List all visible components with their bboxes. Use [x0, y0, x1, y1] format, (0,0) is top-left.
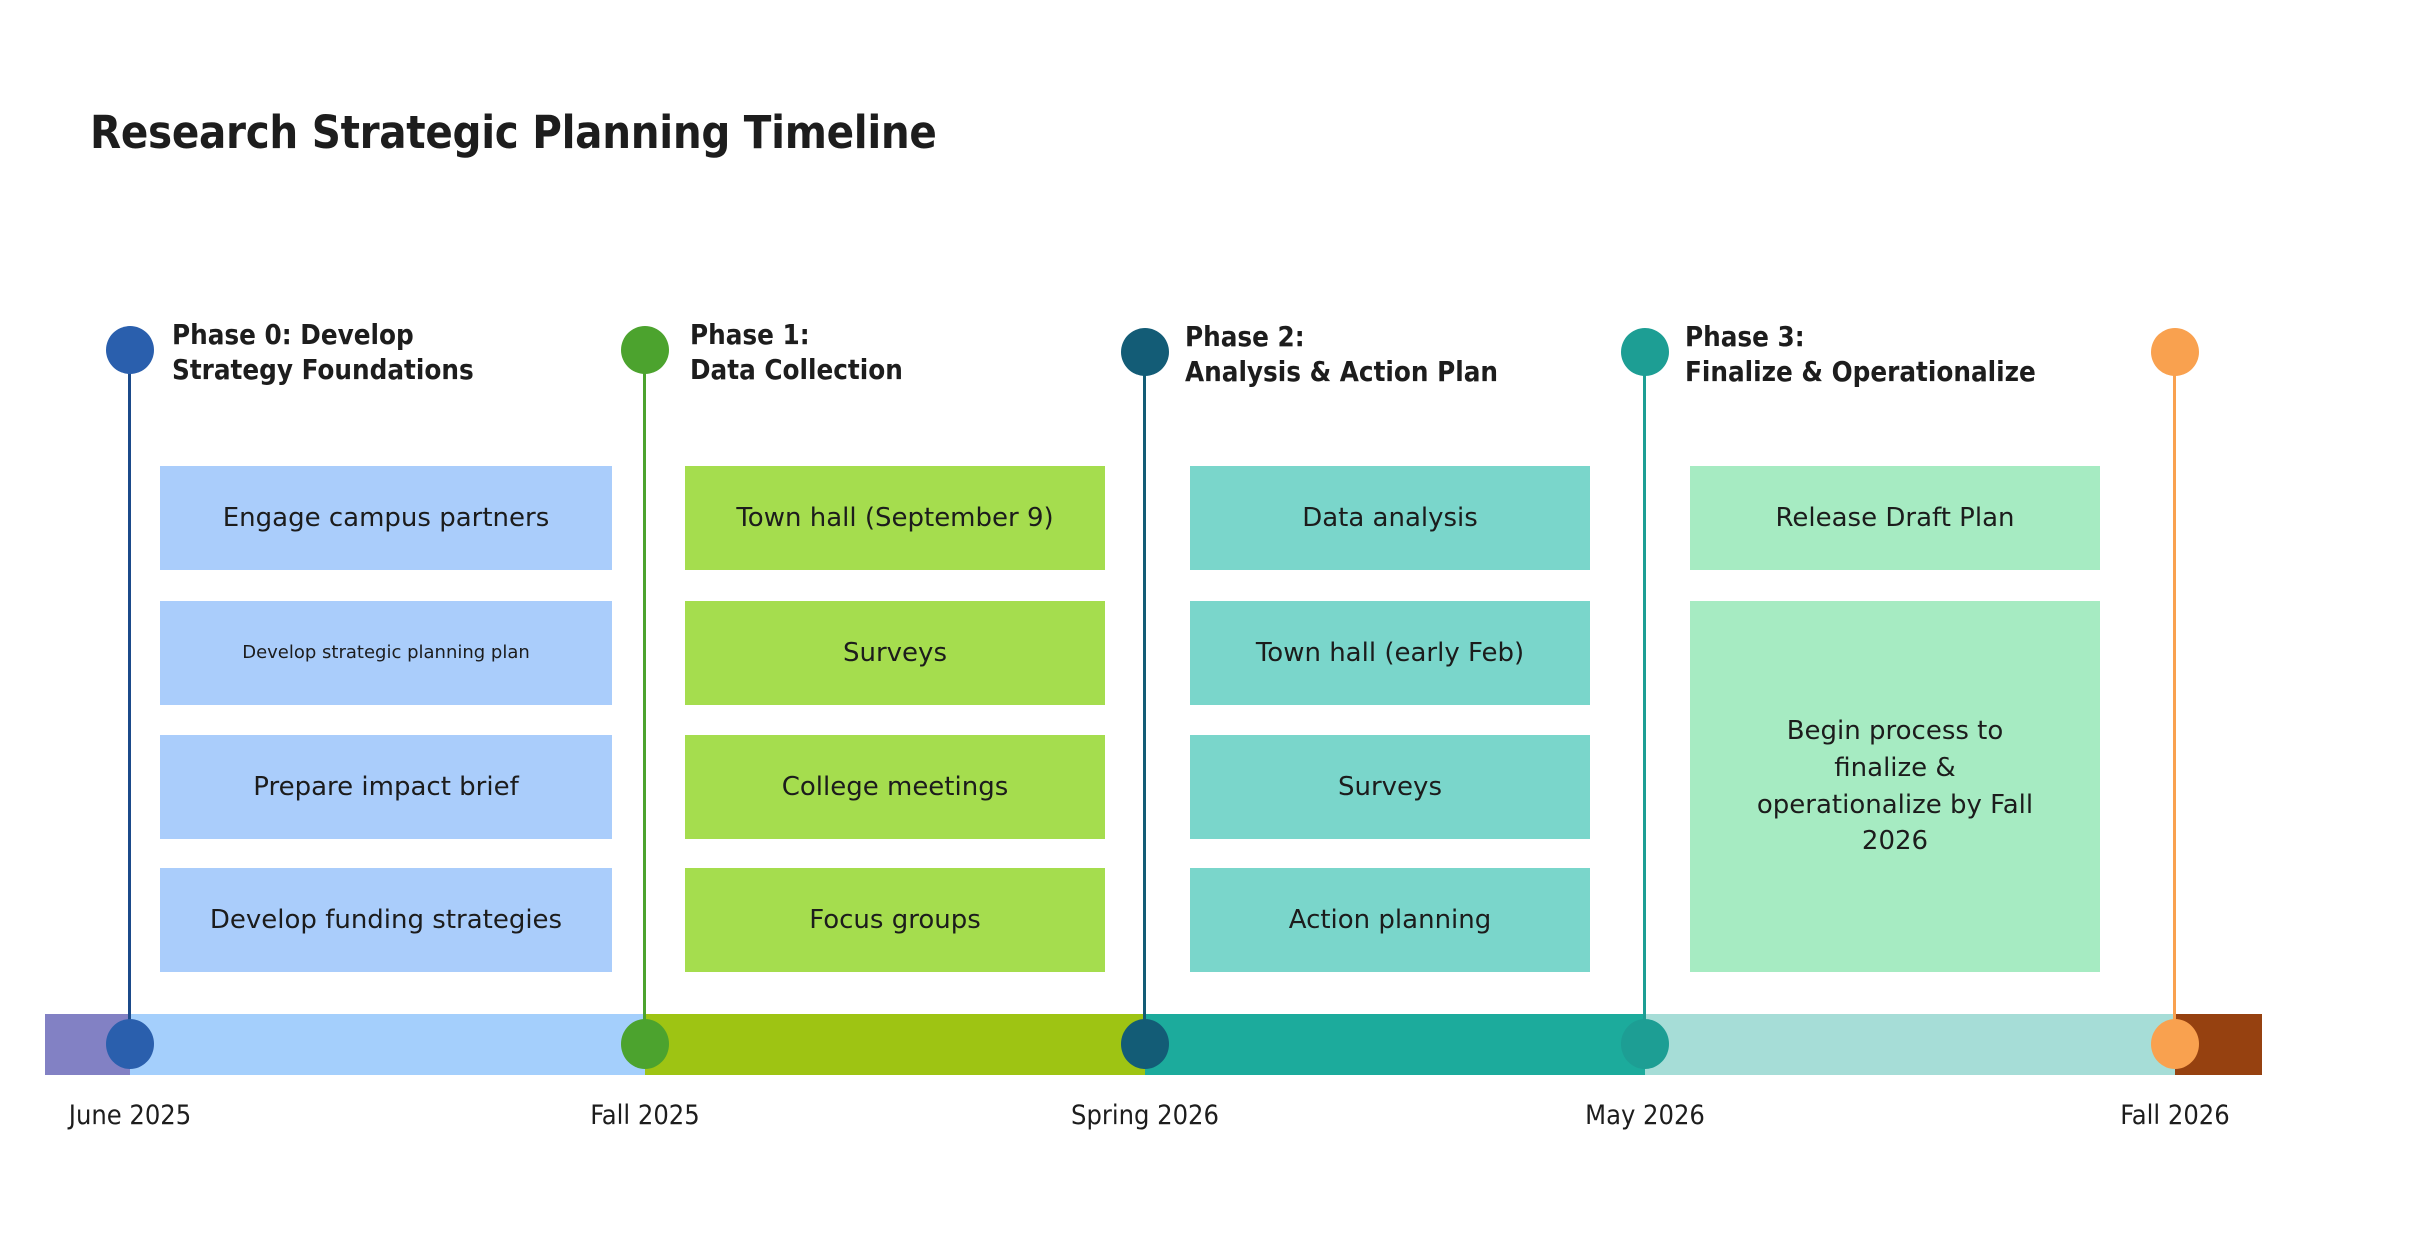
phase-header-3-line1: Phase 3:	[1685, 321, 1805, 353]
task-box-0-0[interactable]: Engage campus partners	[160, 466, 612, 570]
date-label-1: Fall 2025	[590, 1100, 700, 1131]
task-label: Focus groups	[809, 904, 981, 935]
connector-stem-phase-3	[1643, 352, 1646, 1068]
task-box-0-3[interactable]: Develop funding strategies	[160, 868, 612, 972]
task-label: Data analysis	[1302, 502, 1478, 533]
task-label: Begin process to finalize & operationali…	[1756, 715, 2034, 857]
connector-stem-end	[2173, 352, 2176, 1068]
task-box-1-1[interactable]: Surveys	[685, 601, 1105, 705]
milestone-dot-bar-1[interactable]	[621, 1019, 669, 1069]
milestone-dot-top-4[interactable]	[2151, 328, 2199, 376]
bar-segment-2	[645, 1014, 1145, 1075]
task-box-1-3[interactable]: Focus groups	[685, 868, 1105, 972]
task-box-3-1[interactable]: Begin process to finalize & operationali…	[1690, 601, 2100, 972]
task-label: Surveys	[843, 637, 947, 668]
task-box-2-2[interactable]: Surveys	[1190, 735, 1590, 839]
page-title: Research Strategic Planning Timeline	[90, 106, 937, 159]
date-label-0: June 2025	[68, 1100, 192, 1131]
task-label: Develop funding strategies	[209, 904, 563, 935]
bar-segment-4	[1645, 1014, 2175, 1075]
phase-header-1-line1: Phase 1:	[690, 319, 810, 351]
task-label: Prepare impact brief	[253, 771, 519, 802]
bar-segment-1	[130, 1014, 645, 1075]
task-box-2-3[interactable]: Action planning	[1190, 868, 1590, 972]
milestone-dot-top-2[interactable]	[1121, 328, 1169, 376]
task-box-2-0[interactable]: Data analysis	[1190, 466, 1590, 570]
timeline-bar	[45, 1014, 2262, 1075]
task-label: Town hall (early Feb)	[1255, 637, 1525, 668]
phase-header-0-line2: Strategy Foundations	[172, 353, 474, 386]
milestone-dot-bar-2[interactable]	[1121, 1019, 1169, 1069]
date-label-4: Fall 2026	[2120, 1100, 2230, 1131]
milestone-dot-top-0[interactable]	[106, 326, 154, 374]
phase-header-2-line1: Phase 2:	[1185, 321, 1305, 353]
milestone-dot-bar-4[interactable]	[2151, 1019, 2199, 1069]
task-label: College meetings	[781, 771, 1009, 802]
date-label-2: Spring 2026	[1071, 1100, 1219, 1131]
milestone-dot-top-3[interactable]	[1621, 328, 1669, 376]
milestone-dot-bar-3[interactable]	[1621, 1019, 1669, 1069]
task-box-2-1[interactable]: Town hall (early Feb)	[1190, 601, 1590, 705]
task-label: Engage campus partners	[222, 502, 550, 533]
milestone-dot-bar-0[interactable]	[106, 1019, 154, 1069]
phase-header-2: Phase 2: Analysis & Action Plan	[1185, 320, 1498, 389]
task-label: Surveys	[1338, 771, 1442, 802]
task-label: Release Draft Plan	[1775, 502, 2015, 533]
phase-header-3-line2: Finalize & Operationalize	[1685, 355, 2036, 388]
connector-stem-phase-1	[643, 350, 646, 1068]
phase-header-0: Phase 0: Develop Strategy Foundations	[172, 318, 474, 387]
phase-header-0-line1: Phase 0: Develop	[172, 319, 414, 351]
milestone-dot-top-1[interactable]	[621, 326, 669, 374]
task-box-0-2[interactable]: Prepare impact brief	[160, 735, 612, 839]
task-box-3-0[interactable]: Release Draft Plan	[1690, 466, 2100, 570]
task-label: Action planning	[1288, 904, 1492, 935]
task-box-1-0[interactable]: Town hall (September 9)	[685, 466, 1105, 570]
date-label-3: May 2026	[1585, 1100, 1705, 1131]
task-label: Town hall (September 9)	[736, 502, 1054, 533]
task-box-1-2[interactable]: College meetings	[685, 735, 1105, 839]
connector-stem-phase-0	[128, 350, 131, 1068]
phase-header-2-line2: Analysis & Action Plan	[1185, 355, 1499, 388]
task-label: Develop strategic planning plan	[242, 642, 530, 664]
connector-stem-phase-2	[1143, 352, 1146, 1068]
phase-header-3: Phase 3: Finalize & Operationalize	[1685, 320, 2036, 389]
phase-header-1: Phase 1: Data Collection	[690, 318, 903, 387]
task-box-0-1[interactable]: Develop strategic planning plan	[160, 601, 612, 705]
bar-segment-3	[1145, 1014, 1645, 1075]
phase-header-1-line2: Data Collection	[690, 353, 903, 386]
